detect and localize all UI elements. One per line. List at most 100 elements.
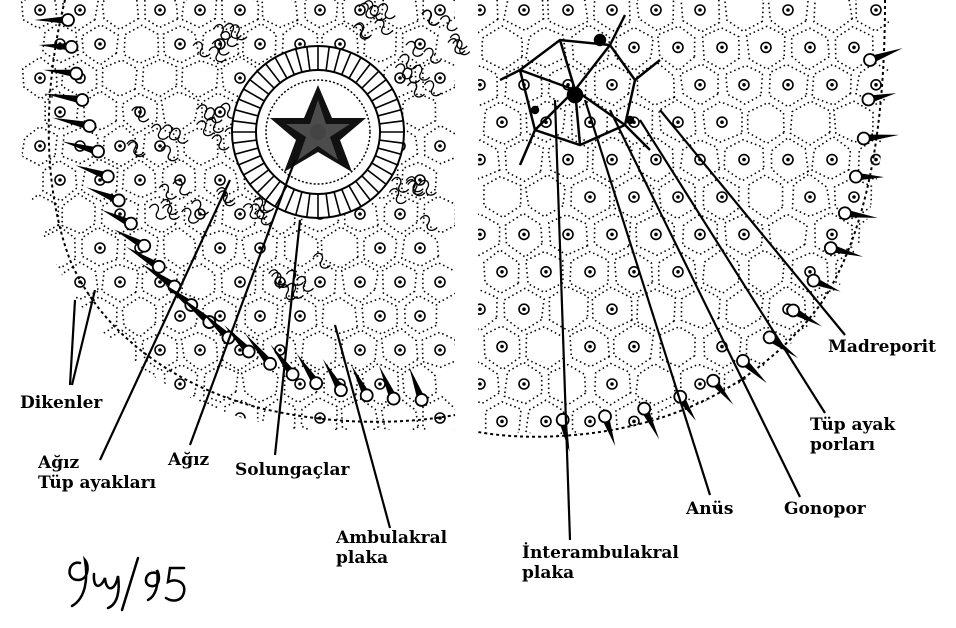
tubercle-dot [478,8,482,12]
tubercle-dot [318,8,322,12]
plate [856,363,895,405]
plate [771,138,808,183]
tubercle-dot [98,246,102,250]
tubercle [805,342,815,352]
tubercle-dot [98,42,102,46]
plate [749,250,785,294]
plate [62,194,95,234]
tubercle-dot [298,42,302,46]
plate [660,327,695,367]
label-ambulakral-line2: plaka [336,548,447,568]
plate [812,137,851,180]
tubercle-dot [58,110,62,114]
tubercle-dot [676,46,680,50]
spine-base [825,242,837,254]
tubercle-dot [874,307,878,311]
tubercle-dot [478,83,482,87]
leader-lines [70,100,845,540]
tubercle [95,379,105,389]
label-interambulakral-line2: plaka [522,563,679,583]
tubercle-dot [632,420,636,424]
tubercle-dot [298,382,302,386]
tubercle-dot [378,314,382,318]
tubercle-dot [98,178,102,182]
gill-tuft [163,125,180,140]
plate [425,126,458,164]
plate [505,139,543,181]
tubercle-dot [742,158,746,162]
plate [321,227,357,268]
plate [792,28,830,70]
plate [572,25,610,70]
tubercle [871,379,881,389]
tubercle-dot [158,144,162,148]
tubercle-dot [58,178,62,182]
tubercle-dot [438,144,442,148]
tubercle-dot [874,382,878,386]
plate [102,60,137,96]
gill-tuft [214,25,231,40]
label-tup-porlari-line2: porları [810,435,895,455]
tubercle-dot [198,348,202,352]
tubercle-dot [238,416,242,420]
plate [813,362,851,404]
tubercle-dot [808,46,812,50]
tubercle-dot [522,307,526,311]
spine-base [84,120,96,132]
plate [124,25,158,63]
plate [768,286,806,329]
gill-tuft [424,48,441,63]
tubercle-dot [808,270,812,274]
tubercle [827,304,837,314]
spine-base [287,368,299,380]
tubercle [673,416,683,426]
tubercle-dot [398,280,402,284]
gill-tuft [378,4,395,19]
plate [549,365,586,405]
plate [790,324,830,366]
tubercle-dot [158,416,162,420]
tubercle-dot [398,76,402,80]
label-madreporit: Madreporit [828,337,936,357]
tubercle-dot [720,345,724,349]
gill-tuft [408,181,425,196]
label-anus: Anüs [686,499,733,519]
tubercle-dot [830,233,834,237]
label-agiz-tup-line2: Tüp ayakları [38,473,156,493]
tubercle-dot [522,233,526,237]
spine-base [76,94,88,106]
tubercle-dot [418,42,422,46]
tubercle-dot [38,76,42,80]
gill-tuft [450,34,467,49]
tubercle-dot [698,233,702,237]
tubercle-dot [874,158,878,162]
spine-base [737,355,749,367]
spine-base [862,94,874,106]
spine-base [264,358,276,370]
spine-base [65,41,77,53]
plate [43,298,76,335]
spine-base [599,410,611,422]
tubercle-dot [118,144,122,148]
tubercle-dot [158,8,162,12]
tubercle-dot [852,195,856,199]
plate [484,177,521,218]
spine-base [416,394,428,406]
tubercle-dot [830,307,834,311]
tubercle-dot [742,233,746,237]
tubercle-dot [588,345,592,349]
gill-tuft [296,276,313,291]
leader-line [640,120,825,413]
leader-line [275,220,300,455]
tubercle-dot [258,314,262,318]
tubercle-dot [500,120,504,124]
tubercle-dot [874,233,878,237]
tubercle-dot [238,76,242,80]
plate [790,101,830,145]
tubercle-dot [258,42,262,46]
tubercle-dot [676,420,680,424]
tubercle-dot [218,246,222,250]
spine-base [62,14,74,26]
plate [302,332,336,370]
